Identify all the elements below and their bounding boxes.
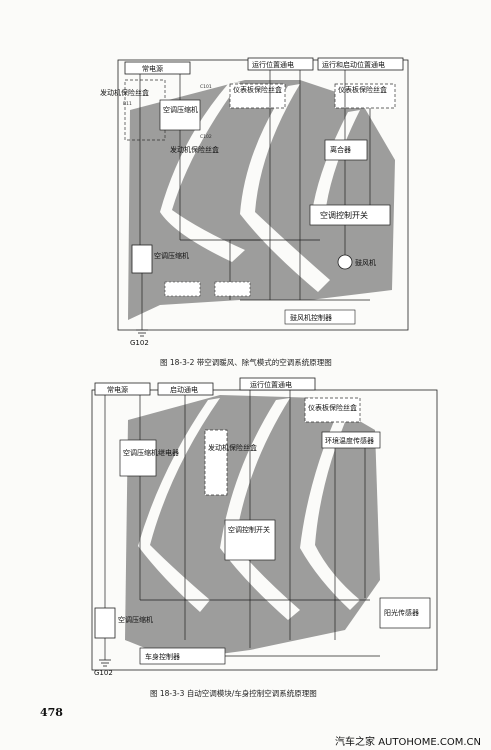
- header-box-1c: [317, 57, 404, 71]
- white-arc-1c: [312, 110, 360, 215]
- connector-1c: [284, 309, 356, 325]
- fuse-box-2: [304, 397, 361, 423]
- ground-symbol-1: [136, 329, 148, 337]
- clutch-box: [324, 139, 368, 161]
- white-arc-1a: [160, 82, 245, 262]
- fuse-box-2-label: 仪表板保险丝盒: [308, 403, 357, 412]
- engine-fuse-box-2: [204, 429, 228, 496]
- connector-1a: [164, 281, 201, 297]
- bottom-controller-label: 鼓风机控制器: [290, 313, 332, 322]
- wire-label-c101: C101: [200, 84, 212, 90]
- module-2-label: 车身控制器: [145, 652, 180, 661]
- figure-caption-2: 图 18-3-3 自动空调模块/车身控制空调系统原理图: [150, 689, 317, 698]
- compressor-relay-1: [159, 99, 201, 131]
- white-arc-2a: [138, 398, 220, 612]
- ground-label-1: G102: [130, 339, 149, 347]
- wiring-diagram-1: 常电源 运行位置通电 运行和启动位置通电 发动机保险丝盒 空调压缩机 发动机保险…: [100, 57, 409, 347]
- compressor-relay-label: 空调压缩机: [163, 105, 198, 114]
- compressor-relay-2: [119, 439, 157, 477]
- header-2b-label: 启动通电: [170, 385, 198, 394]
- header-2c-label: 运行位置通电: [250, 380, 292, 389]
- engine-fuse-box-2-label: 发动机保险丝盒: [208, 443, 257, 452]
- ac-control-switch-box: [309, 204, 391, 226]
- relay-fuse-label: 发动机保险丝盒: [170, 145, 219, 154]
- wires-2: [104, 390, 380, 660]
- sensor-box-2-label: 环境温度传感器: [325, 436, 374, 445]
- figure-caption-1: 图 18-3-2 带空调暖风、除气模式的空调系统原理图: [160, 358, 332, 367]
- header-box-2b: [157, 382, 214, 396]
- sensor-right-box: [379, 597, 431, 629]
- header-box-1a: [124, 61, 191, 75]
- header-box-1b: [247, 57, 314, 71]
- fuse-box-1-mid: [229, 83, 286, 109]
- blower-motor-symbol: [337, 254, 353, 270]
- compressor-label-1: 空调压缩机: [154, 251, 189, 260]
- page-number: 478: [40, 706, 63, 719]
- white-arc-2c: [300, 410, 360, 610]
- compressor-symbol-2: [94, 607, 116, 639]
- wire-label-c102: C102: [200, 134, 212, 140]
- engine-fuse-box-label: 发动机保险丝盒: [100, 88, 149, 97]
- white-arc-2b: [220, 398, 300, 620]
- compressor-relay-2-label: 空调压缩机继电器: [123, 448, 179, 457]
- wire-label-b11: B11: [123, 101, 132, 107]
- wires-1: [139, 70, 371, 330]
- wiring-diagram-2: 常电源 启动通电 运行位置通电 仪表板保险丝盒 环境温度传感器 空调压缩机继电器…: [91, 377, 438, 677]
- connector-1b: [214, 281, 251, 297]
- header-1a-label: 常电源: [142, 64, 163, 73]
- compressor-2-label: 空调压缩机: [118, 615, 153, 624]
- watermark-text: 汽车之家 AUTOHOME.COM.CN: [335, 737, 481, 748]
- header-2a-label: 常电源: [107, 385, 128, 394]
- fuse-box-left-label: 仪表板保险丝盒: [233, 85, 282, 94]
- header-1c-label: 运行和启动位置通电: [322, 60, 385, 69]
- sensor-box-2: [321, 431, 381, 449]
- sensor-right-label: 阳光传感器: [384, 608, 419, 617]
- switch-module-2-label: 空调控制开关: [228, 525, 270, 534]
- fuse-box-right-label: 仪表板保险丝盒: [338, 85, 387, 94]
- header-box-2a: [94, 382, 151, 396]
- ground-symbol-2: [99, 659, 111, 667]
- header-1b-label: 运行位置通电: [252, 60, 294, 69]
- compressor-symbol-1: [131, 244, 153, 274]
- blower-motor-label: 鼓风机: [355, 258, 376, 267]
- clutch-label: 离合器: [330, 145, 351, 154]
- ac-control-switch-label: 空调控制开关: [320, 210, 368, 220]
- header-box-2c: [239, 377, 316, 391]
- ground-label-2: G102: [94, 669, 113, 677]
